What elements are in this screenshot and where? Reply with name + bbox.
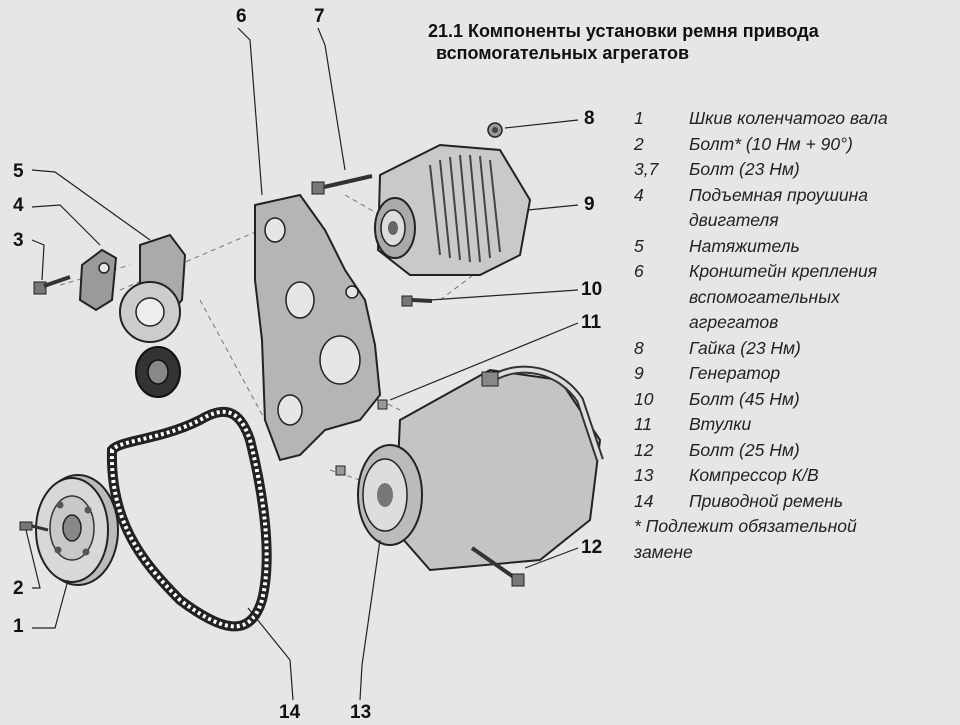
legend-text: Болт (23 Нм): [689, 159, 800, 179]
legend-text: Компрессор К/В: [689, 465, 819, 485]
legend-item: 13 Компрессор К/В: [634, 463, 954, 489]
replacement-note: * Подлежит обязательной: [634, 516, 857, 536]
callout-12: 12: [581, 537, 603, 558]
legend-text: Втулки: [689, 414, 752, 434]
legend-text: Кронштейн крепления: [689, 261, 878, 281]
legend-number: 1: [634, 108, 644, 128]
belt-tensioner: [119, 233, 187, 398]
legend-text: Болт (25 Нм): [689, 439, 800, 460]
legend-item: 11 Втулки: [634, 412, 954, 438]
engine-lifting-eye: [78, 248, 118, 312]
lifting-eye-bolt: [33, 275, 71, 295]
legend-item: 10 Болт (45 Нм): [634, 387, 954, 413]
legend-number: 6: [634, 261, 644, 281]
legend-number: 2: [634, 133, 644, 154]
callout-4: 4: [13, 195, 24, 216]
legend-item: 9 Генератор: [634, 361, 954, 387]
alternator-nut: [487, 122, 503, 138]
callout-7: 7: [314, 6, 325, 27]
leader-lines: [25, 27, 579, 701]
component-legend: 1 Шкив коленчатого вала 2 Болт* (10 Нм + 90…: [634, 106, 954, 565]
compressor-bolt: [470, 546, 525, 587]
legend-number: 4: [634, 184, 644, 205]
legend-item: 4 Подъемная проушина: [634, 183, 954, 209]
accessory-bracket: [254, 193, 382, 462]
legend-number: 8: [634, 337, 644, 358]
replacement-note-continued: замене: [634, 541, 693, 562]
legend-text-continued: двигателя: [689, 210, 779, 230]
ac-compressor: [357, 365, 604, 572]
legend-number: 11: [634, 414, 653, 434]
legend-item: 6 Кронштейн крепления: [634, 259, 954, 285]
legend-item: 2 Болт* (10 Нм + 90°): [634, 132, 954, 158]
legend-item: 1 Шкив коленчатого вала: [634, 106, 954, 132]
legend-item: 5 Натяжитель: [634, 234, 954, 260]
callout-2: 2: [13, 578, 24, 599]
callout-10: 10: [581, 279, 603, 300]
callout-1: 1: [13, 616, 24, 637]
title-line-1: 21.1 Компоненты установки ремня привода: [428, 21, 819, 41]
legend-item: 14 Приводной ремень: [634, 489, 954, 515]
legend-text-continued: вспомогательных: [689, 286, 840, 307]
page-title: 21.1 Компоненты установки ремня привода …: [428, 20, 948, 64]
legend-number: 13: [634, 465, 654, 485]
legend-item: 8 Гайка (23 Нм): [634, 336, 954, 362]
callout-9: 9: [584, 194, 595, 215]
callout-6: 6: [236, 6, 247, 27]
callout-14: 14: [279, 702, 301, 723]
legend-item: 12 Болт (25 Нм): [634, 438, 954, 464]
legend-text: Подъемная проушина: [689, 184, 868, 205]
legend-number: 14: [634, 490, 654, 511]
legend-text-continued: агрегатов: [689, 312, 779, 332]
legend-text: Натяжитель: [689, 235, 800, 256]
callout-8: 8: [584, 108, 595, 129]
alternator: [374, 143, 532, 276]
legend-item: 3,7 Болт (23 Нм): [634, 157, 954, 183]
bracket-bolt-45: [401, 295, 433, 307]
callout-11: 11: [581, 312, 602, 333]
callout-5: 5: [13, 161, 24, 182]
legend-number: 3,7: [634, 159, 659, 179]
legend-text: Шкив коленчатого вала: [689, 108, 888, 128]
legend-text: Генератор: [689, 363, 781, 383]
legend-text: Болт* (10 Нм + 90°): [689, 133, 853, 154]
legend-text: Болт (45 Нм): [689, 388, 800, 409]
title-line-2: вспомогательных агрегатов: [436, 43, 690, 63]
bracket-bolt: [311, 174, 373, 195]
legend-number: 12: [634, 439, 654, 460]
drive-belt: [106, 406, 272, 632]
bushings: [335, 399, 388, 476]
callout-13: 13: [350, 702, 372, 723]
legend-text: Приводной ремень: [689, 490, 844, 511]
legend-number: 9: [634, 363, 644, 383]
legend-text: Гайка (23 Нм): [689, 337, 801, 358]
crankshaft-pulley: [35, 474, 119, 586]
legend-number: 5: [634, 235, 644, 256]
legend-number: 10: [634, 388, 654, 409]
callout-3: 3: [13, 230, 24, 251]
